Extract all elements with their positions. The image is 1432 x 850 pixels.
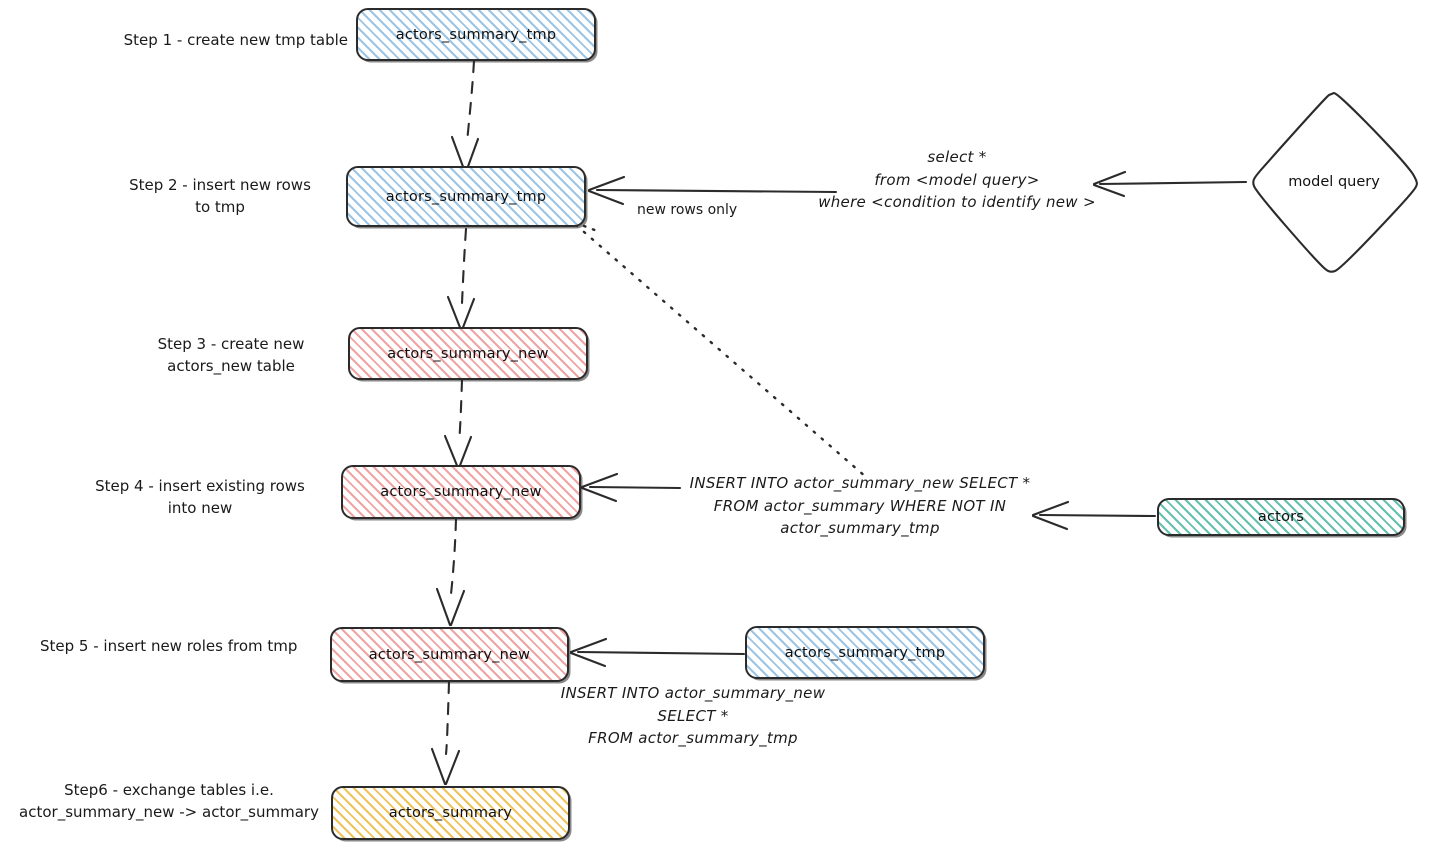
node-label: actors_summary_new — [380, 484, 542, 500]
node-label: model query — [1288, 174, 1380, 190]
edge-step2-dotted-to-insert-existing — [574, 223, 868, 479]
step-caption-3: Step 3 - create new actors_new table — [157, 335, 305, 375]
edge-step3-to-step4 — [443, 378, 473, 470]
edge-step4-to-step5 — [435, 517, 466, 627]
node-label: actors_summary_tmp — [385, 188, 547, 205]
edge-insert-existing-sql-to-step4 — [580, 472, 682, 503]
diamond-shape — [1252, 91, 1418, 273]
node-label: actors_summary_new — [368, 646, 531, 663]
edge-step2-to-step3 — [446, 227, 476, 332]
node-label: actors_summary_tmp — [395, 26, 557, 43]
node-label: actors — [1257, 509, 1305, 525]
step-caption-6: Step6 - exchange tables i.e. actor_summa… — [19, 781, 319, 821]
node-label: actors_summary_new — [387, 345, 549, 362]
edge-modelquery-to-sql — [1092, 170, 1248, 198]
node-actors-summary-tmp-right[interactable]: actors_summary_tmp — [745, 626, 985, 679]
node-actors-summary-tmp-step2[interactable]: actors_summary_tmp — [346, 166, 586, 227]
node-actors-summary-new-step4[interactable]: actors_summary_new — [341, 465, 581, 519]
node-actors-summary-new-step5[interactable]: actors_summary_new — [330, 627, 569, 682]
node-actors-summary-tmp-step1[interactable]: actors_summary_tmp — [356, 8, 596, 61]
edge-step1-to-step2 — [450, 59, 480, 174]
edge-tmp-to-step5 — [569, 637, 746, 668]
edge-label-new-rows-only: new rows only — [637, 202, 738, 218]
edge-label-insert-new-roles-sql: INSERT INTO actor_summary_new SELECT * F… — [560, 684, 826, 747]
edge-label-insert-existing-sql: INSERT INTO actor_summary_new SELECT * F… — [689, 474, 1031, 537]
step-caption-5: Step 5 - insert new roles from tmp — [40, 637, 298, 655]
edge-label-model-query-sql: select * from <model query> where <condi… — [818, 148, 1096, 211]
step-caption-2: Step 2 - insert new rows to tmp — [129, 176, 311, 216]
node-label: actors_summary — [388, 805, 513, 821]
edge-step5-to-step6 — [430, 680, 461, 786]
node-label: actors_summary_tmp — [784, 644, 946, 661]
node-actors-summary-new-step3[interactable]: actors_summary_new — [348, 327, 588, 380]
node-model-query[interactable]: model query — [1248, 88, 1420, 276]
edge-actors-to-insert-existing-sql — [1031, 500, 1157, 531]
node-actors-summary-final[interactable]: actors_summary — [331, 786, 570, 840]
step-caption-1: Step 1 - create new tmp table — [123, 31, 348, 49]
step-caption-4: Step 4 - insert existing rows into new — [95, 477, 305, 517]
node-actors-source[interactable]: actors — [1157, 498, 1405, 536]
